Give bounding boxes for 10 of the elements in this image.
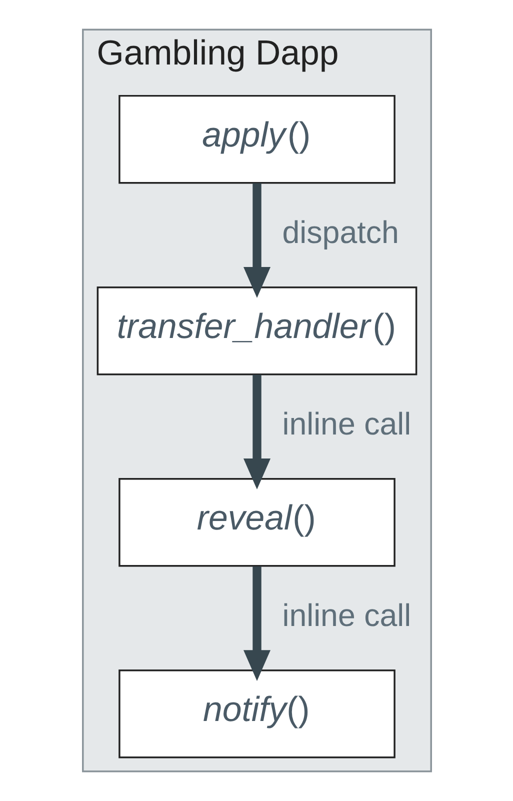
arrow [242, 566, 270, 681]
edge-label: inline call [282, 598, 411, 633]
node-box: transfer_handler() [96, 286, 417, 376]
edge-label: dispatch [282, 214, 398, 250]
arrow [242, 374, 270, 490]
edge-label: inline call [282, 406, 411, 442]
node-box: notify() [118, 670, 395, 758]
node-box: reveal() [118, 478, 395, 567]
node-box: apply() [118, 94, 395, 184]
arrow [242, 183, 270, 298]
